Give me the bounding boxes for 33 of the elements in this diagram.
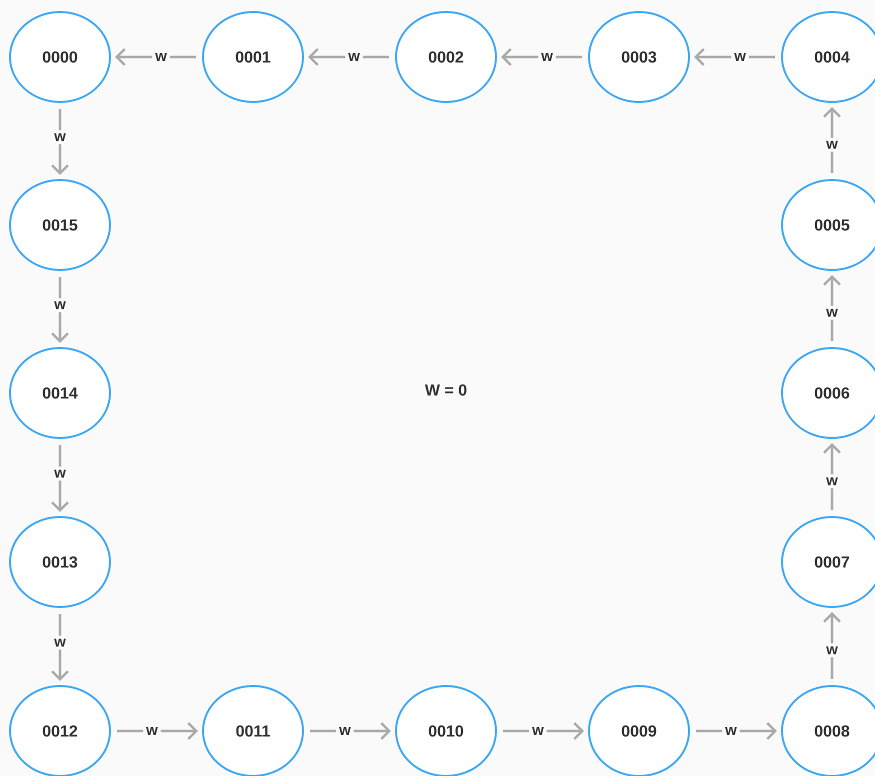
- note-label: W = 0: [424, 384, 466, 396]
- edge-label: w: [826, 308, 838, 317]
- arrow: [51, 445, 69, 512]
- edge-label: w: [734, 53, 746, 61]
- edge-label: w: [826, 646, 838, 654]
- arrow: [823, 275, 841, 341]
- edge-label: w: [541, 53, 553, 61]
- edge-label: w: [54, 638, 66, 647]
- edge-label: w: [532, 727, 544, 735]
- arrow: [310, 722, 391, 740]
- arrow: [308, 48, 389, 66]
- edge-label: w: [54, 133, 66, 142]
- arrow: [696, 722, 778, 740]
- edge-label: w: [826, 140, 838, 149]
- edge-label: w: [826, 477, 838, 486]
- edge-label: w: [155, 53, 167, 61]
- arrow: [694, 48, 775, 66]
- arrow: [823, 443, 841, 510]
- arrow: [503, 722, 584, 740]
- edge-label: w: [339, 727, 351, 735]
- arrow: [823, 612, 841, 679]
- arrow: [823, 107, 841, 173]
- edge-label: w: [146, 727, 158, 735]
- edge-label: w: [725, 727, 737, 735]
- arrow: [51, 277, 69, 343]
- arrow: [501, 48, 582, 66]
- arrow: [51, 109, 69, 175]
- edge-label: w: [54, 470, 66, 478]
- arrow: [51, 614, 69, 681]
- edge-label: w: [348, 53, 360, 61]
- edge-label: w: [54, 301, 66, 310]
- arrow: [115, 48, 196, 66]
- arrow: [117, 722, 198, 740]
